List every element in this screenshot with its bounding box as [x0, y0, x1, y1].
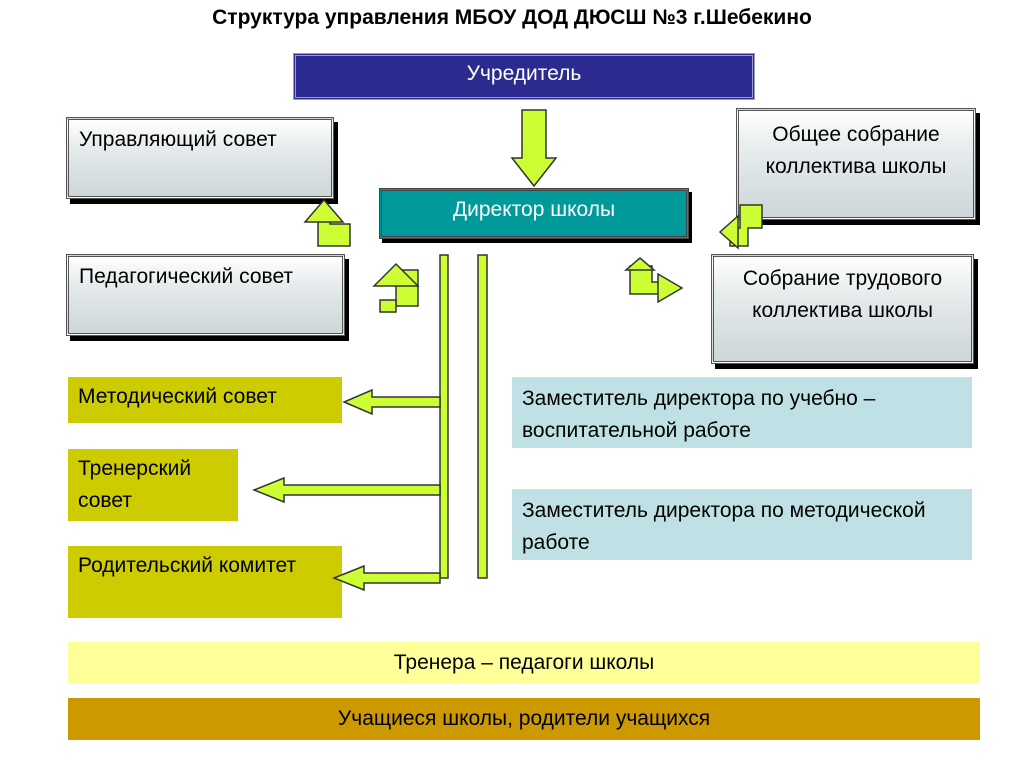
- page-title: Структура управления МБОУ ДОД ДЮСШ №3 г.…: [212, 6, 812, 29]
- arrow-founder-to-director: [510, 109, 558, 188]
- pedagogical-council-box: Педагогический совет: [66, 254, 345, 336]
- methodical-council-box: Методический совет: [68, 377, 342, 423]
- labor-meeting-box: Собрание трудового коллектива школы: [711, 254, 974, 364]
- director-box: Директор школы: [379, 188, 689, 239]
- managing-council-box: Управляющий совет: [66, 117, 334, 199]
- arrow-director-to-general-meeting: [718, 204, 763, 250]
- general-meeting-box: Общее собрание коллектива школы: [736, 108, 976, 220]
- parent-committee-box: Родительский комитет: [68, 546, 342, 618]
- students-bar: Учащиеся школы, родители учащихся: [68, 698, 980, 740]
- arrow-director-to-managing-council: [303, 198, 351, 247]
- arrow-to-methodical-council: [342, 388, 441, 416]
- arrow-to-coaching-council: [251, 476, 441, 504]
- vertical-line-left: [439, 254, 449, 579]
- arrow-to-parent-committee: [331, 564, 441, 592]
- deputy-educational-box: Заместитель директора по учебно – воспит…: [512, 377, 972, 448]
- vertical-line-right: [477, 254, 488, 579]
- coaches-bar: Тренера – педагоги школы: [68, 642, 980, 684]
- arrow-director-to-labor-meeting: [623, 257, 684, 304]
- coaching-council-box: Тренерский совет: [68, 449, 238, 521]
- deputy-methodical-box: Заместитель директора по методической ра…: [512, 489, 972, 560]
- founder-box: Учредитель: [293, 53, 755, 100]
- arrow-director-to-pedagogical-council: [372, 262, 420, 313]
